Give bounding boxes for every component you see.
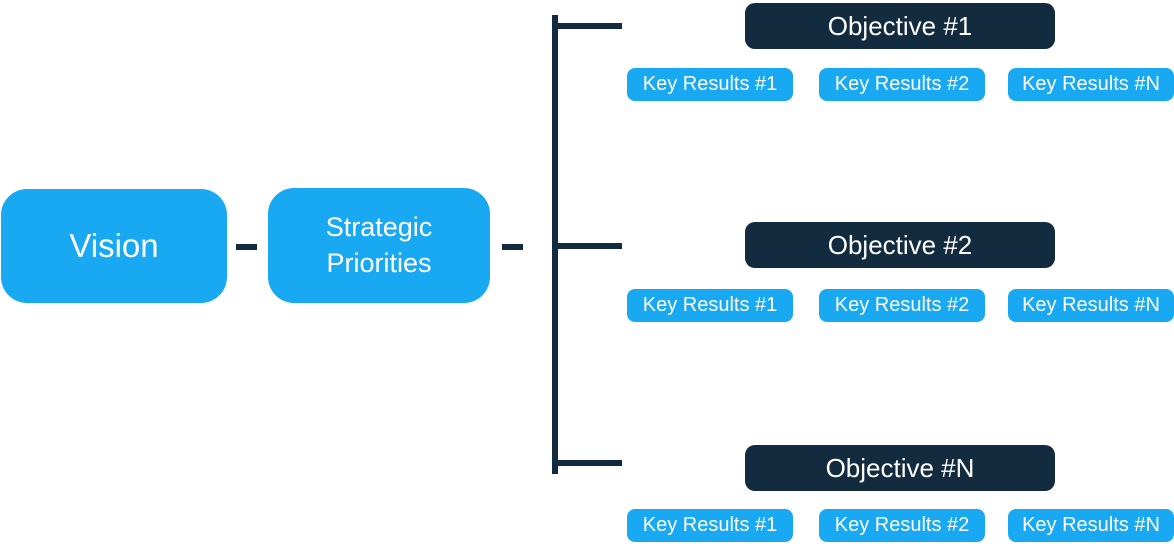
key-result-box: Key Results #N <box>1008 289 1174 322</box>
objective-1-box: Objective #1 <box>745 3 1055 49</box>
connector-dash-strategic-bracket <box>502 244 523 250</box>
key-result-box: Key Results #1 <box>627 289 793 322</box>
key-result-box: Key Results #1 <box>627 509 793 542</box>
vision-box: Vision <box>1 189 227 303</box>
key-result-box: Key Results #2 <box>819 289 985 322</box>
bracket-branch-objective-1 <box>552 23 622 29</box>
bracket-branch-objective-n <box>552 460 622 466</box>
objective-n-box: Objective #N <box>745 445 1055 491</box>
key-result-box: Key Results #2 <box>819 68 985 101</box>
strategic-priorities-box: Strategic Priorities <box>268 188 490 303</box>
key-result-box: Key Results #1 <box>627 68 793 101</box>
bracket-branch-objective-2 <box>552 243 622 249</box>
key-result-box: Key Results #N <box>1008 509 1174 542</box>
key-result-box: Key Results #2 <box>819 509 985 542</box>
connector-dash-vision-strategic <box>236 244 257 250</box>
objective-2-box: Objective #2 <box>745 222 1055 268</box>
key-result-box: Key Results #N <box>1008 68 1174 101</box>
